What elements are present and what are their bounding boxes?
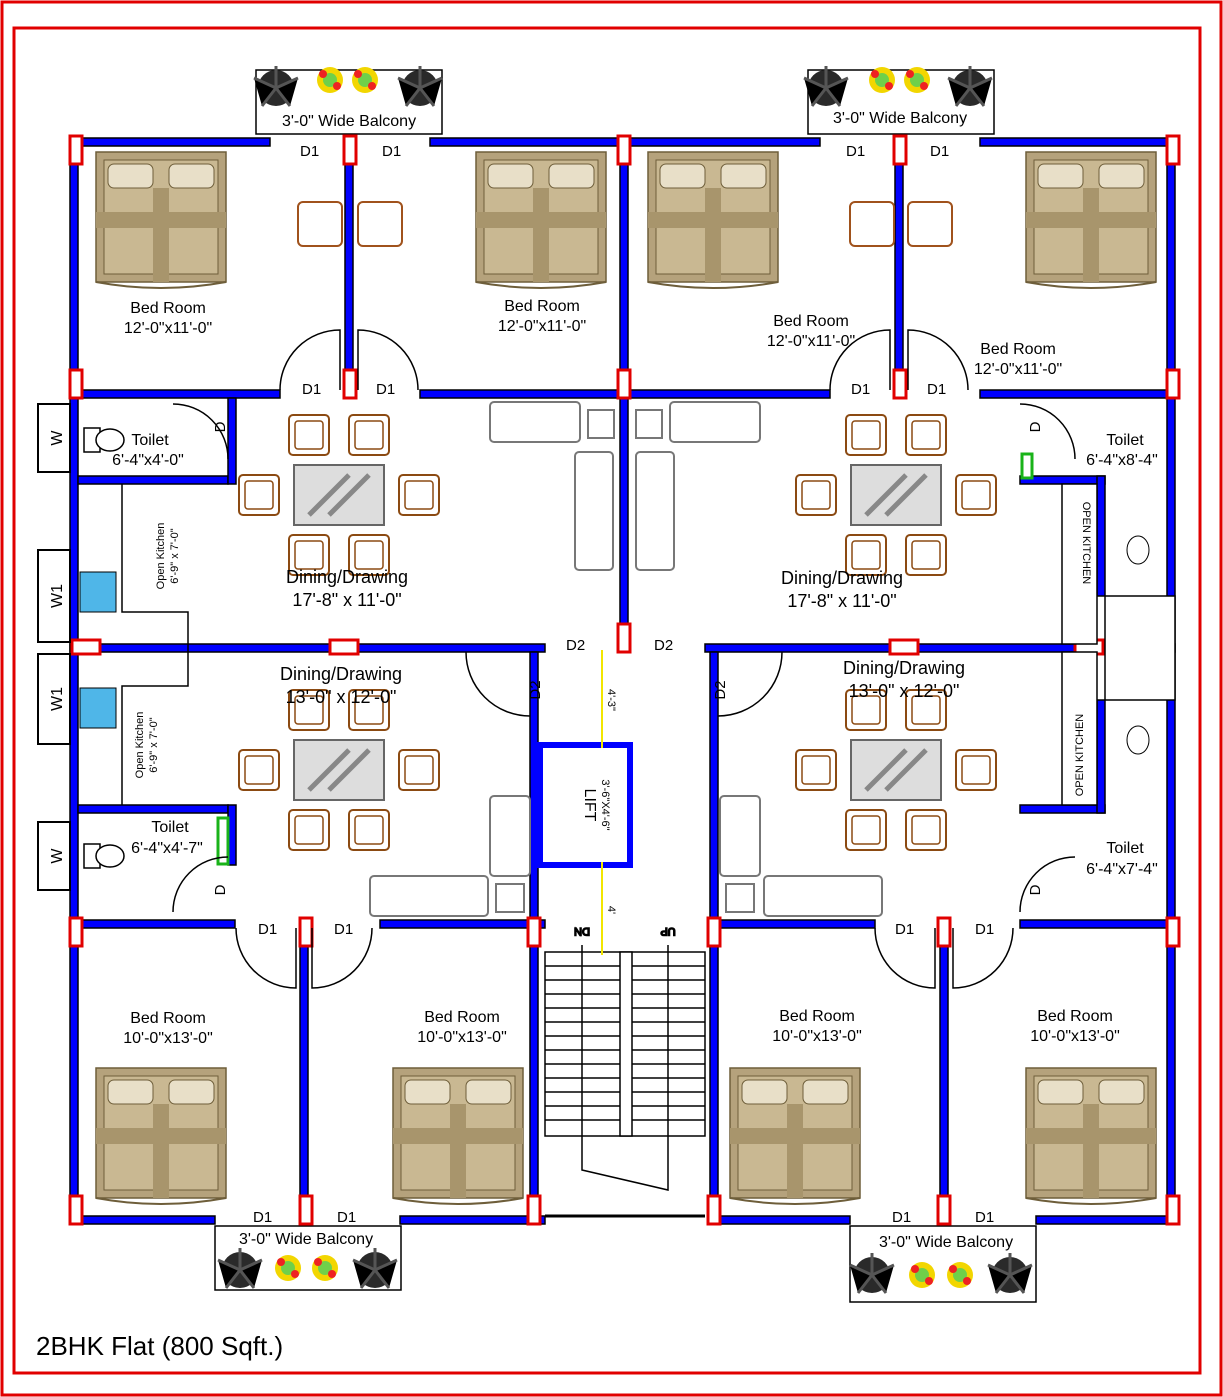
room-size: 12'-0"x11'-0" [124, 320, 212, 337]
door-label: D [1027, 884, 1044, 895]
room-name: Bed Room [130, 300, 206, 317]
room-name: OPEN KITCHEN [1074, 714, 1086, 797]
window-label: W [49, 430, 66, 446]
door-label: D [212, 421, 229, 432]
door-label: D1 [851, 381, 870, 398]
room-name: Bed Room [504, 298, 580, 315]
door-label: D2 [566, 637, 585, 654]
balcony-label: 3'-0" Wide Balcony [239, 1231, 373, 1248]
room-size: 6'-9" x 7'-0" [169, 528, 181, 584]
room-name: Dining/Drawing [286, 567, 408, 587]
balcony-bottom-left: 3'-0" Wide Balcony [214, 1225, 402, 1291]
room-name: Dining/Drawing [781, 568, 903, 588]
door-label: D1 [927, 381, 946, 398]
door-label: D1 [337, 1209, 356, 1226]
stair-up-label: UP [660, 925, 675, 937]
windows: W W1 W1 W [37, 403, 71, 891]
balcony-top-left: 3'-0" Wide Balcony [252, 64, 444, 135]
door-label: D [1027, 421, 1044, 432]
room-name: Toilet [1106, 840, 1144, 857]
room-name: OPEN KITCHEN [1080, 502, 1092, 585]
stair-down-label: DN [574, 925, 590, 937]
room-size: 13'-0" x 12'-0" [286, 687, 397, 707]
door-label: D2 [527, 680, 544, 699]
door-label: D1 [895, 921, 914, 938]
door-label: D2 [654, 637, 673, 654]
room-name: Open Kitchen [134, 712, 146, 779]
balcony-bottom-right: 3'-0" Wide Balcony [848, 1225, 1037, 1303]
room-size: 17'-8" x 11'-0" [292, 590, 401, 610]
room-size: 10'-0"x13'-0" [123, 1030, 213, 1047]
room-size: 10'-0"x13'-0" [772, 1028, 862, 1045]
door-label: D1 [300, 143, 319, 160]
room-name: Open Kitchen [155, 523, 167, 590]
door-label: D1 [334, 921, 353, 938]
dimension-label: 4' [605, 906, 617, 914]
window-label: W [49, 848, 66, 864]
sofas [369, 401, 883, 917]
door-label: D1 [258, 921, 277, 938]
door-label: D1 [892, 1209, 911, 1226]
balcony-label: 3'-0" Wide Balcony [879, 1234, 1013, 1251]
door-label: D1 [253, 1209, 272, 1226]
door-label: D1 [376, 381, 395, 398]
inner-border [12, 26, 1202, 1375]
room-name: Bed Room [424, 1009, 500, 1026]
lift-label: LIFT [581, 789, 598, 822]
dimension-lines: 4'-3" 4' [601, 650, 617, 955]
room-name: Bed Room [773, 313, 849, 330]
kitchen-counters [121, 483, 1176, 806]
staircase: DN UP [544, 924, 706, 1191]
door-label: D1 [382, 143, 401, 160]
door-label: D1 [975, 1209, 994, 1226]
room-size: 13'-0" x 12'-0" [849, 681, 960, 701]
room-name: Toilet [131, 432, 169, 449]
room-name: Toilet [1106, 432, 1144, 449]
room-name: Dining/Drawing [280, 664, 402, 684]
balcony-label: 3'-0" Wide Balcony [282, 113, 416, 130]
dimension-label: 4'-3" [605, 689, 617, 711]
door-label: D1 [930, 143, 949, 160]
room-size: 12'-0"x11'-0" [767, 333, 855, 350]
room-size: 10'-0"x13'-0" [1030, 1028, 1120, 1045]
room-size: 17'-8" x 11'-0" [787, 591, 896, 611]
room-name: Bed Room [779, 1008, 855, 1025]
room-size: 6'-9" x 7'-0" [148, 717, 160, 773]
room-name: Toilet [151, 819, 189, 836]
plan-title: 2BHK Flat (800 Sqft.) [36, 1331, 283, 1361]
window-label: W1 [49, 687, 66, 711]
armchairs [297, 201, 953, 247]
room-size: 10'-0"x13'-0" [417, 1029, 507, 1046]
room-name: Dining/Drawing [843, 658, 965, 678]
lift-size: 3'-6"X4'-6" [599, 779, 611, 830]
door-swings [172, 329, 1076, 989]
window-label: W1 [49, 584, 66, 608]
room-name: Bed Room [1037, 1008, 1113, 1025]
room-size: 6'-4"x7'-4" [1086, 861, 1158, 878]
room-size: 12'-0"x11'-0" [498, 318, 586, 335]
door-label: D1 [975, 921, 994, 938]
room-size: 6'-4"x4'-0" [112, 452, 184, 469]
door-label: D1 [846, 143, 865, 160]
door-labels: D1 D1 D1 D1 D1 D1 D1 D1 D2 D2 D2 D2 D D … [212, 143, 1044, 1226]
room-size: 6'-4"x4'-7" [131, 840, 203, 857]
balcony-label: 3'-0" Wide Balcony [833, 110, 967, 127]
room-size: 6'-4"x8'-4" [1086, 452, 1158, 469]
room-name: Bed Room [980, 341, 1056, 358]
door-label: D1 [302, 381, 321, 398]
door-label: D2 [712, 680, 729, 699]
room-size: 12'-0"x11'-0" [974, 361, 1062, 378]
kitchen-sinks [79, 571, 117, 729]
room-name: Bed Room [130, 1010, 206, 1027]
toilet-fixtures [83, 427, 1150, 869]
room-labels: Bed Room 12'-0"x11'-0" Bed Room 12'-0"x1… [112, 298, 1158, 1047]
balcony-top-right: 3'-0" Wide Balcony [802, 64, 995, 135]
door-label: D [212, 884, 229, 895]
